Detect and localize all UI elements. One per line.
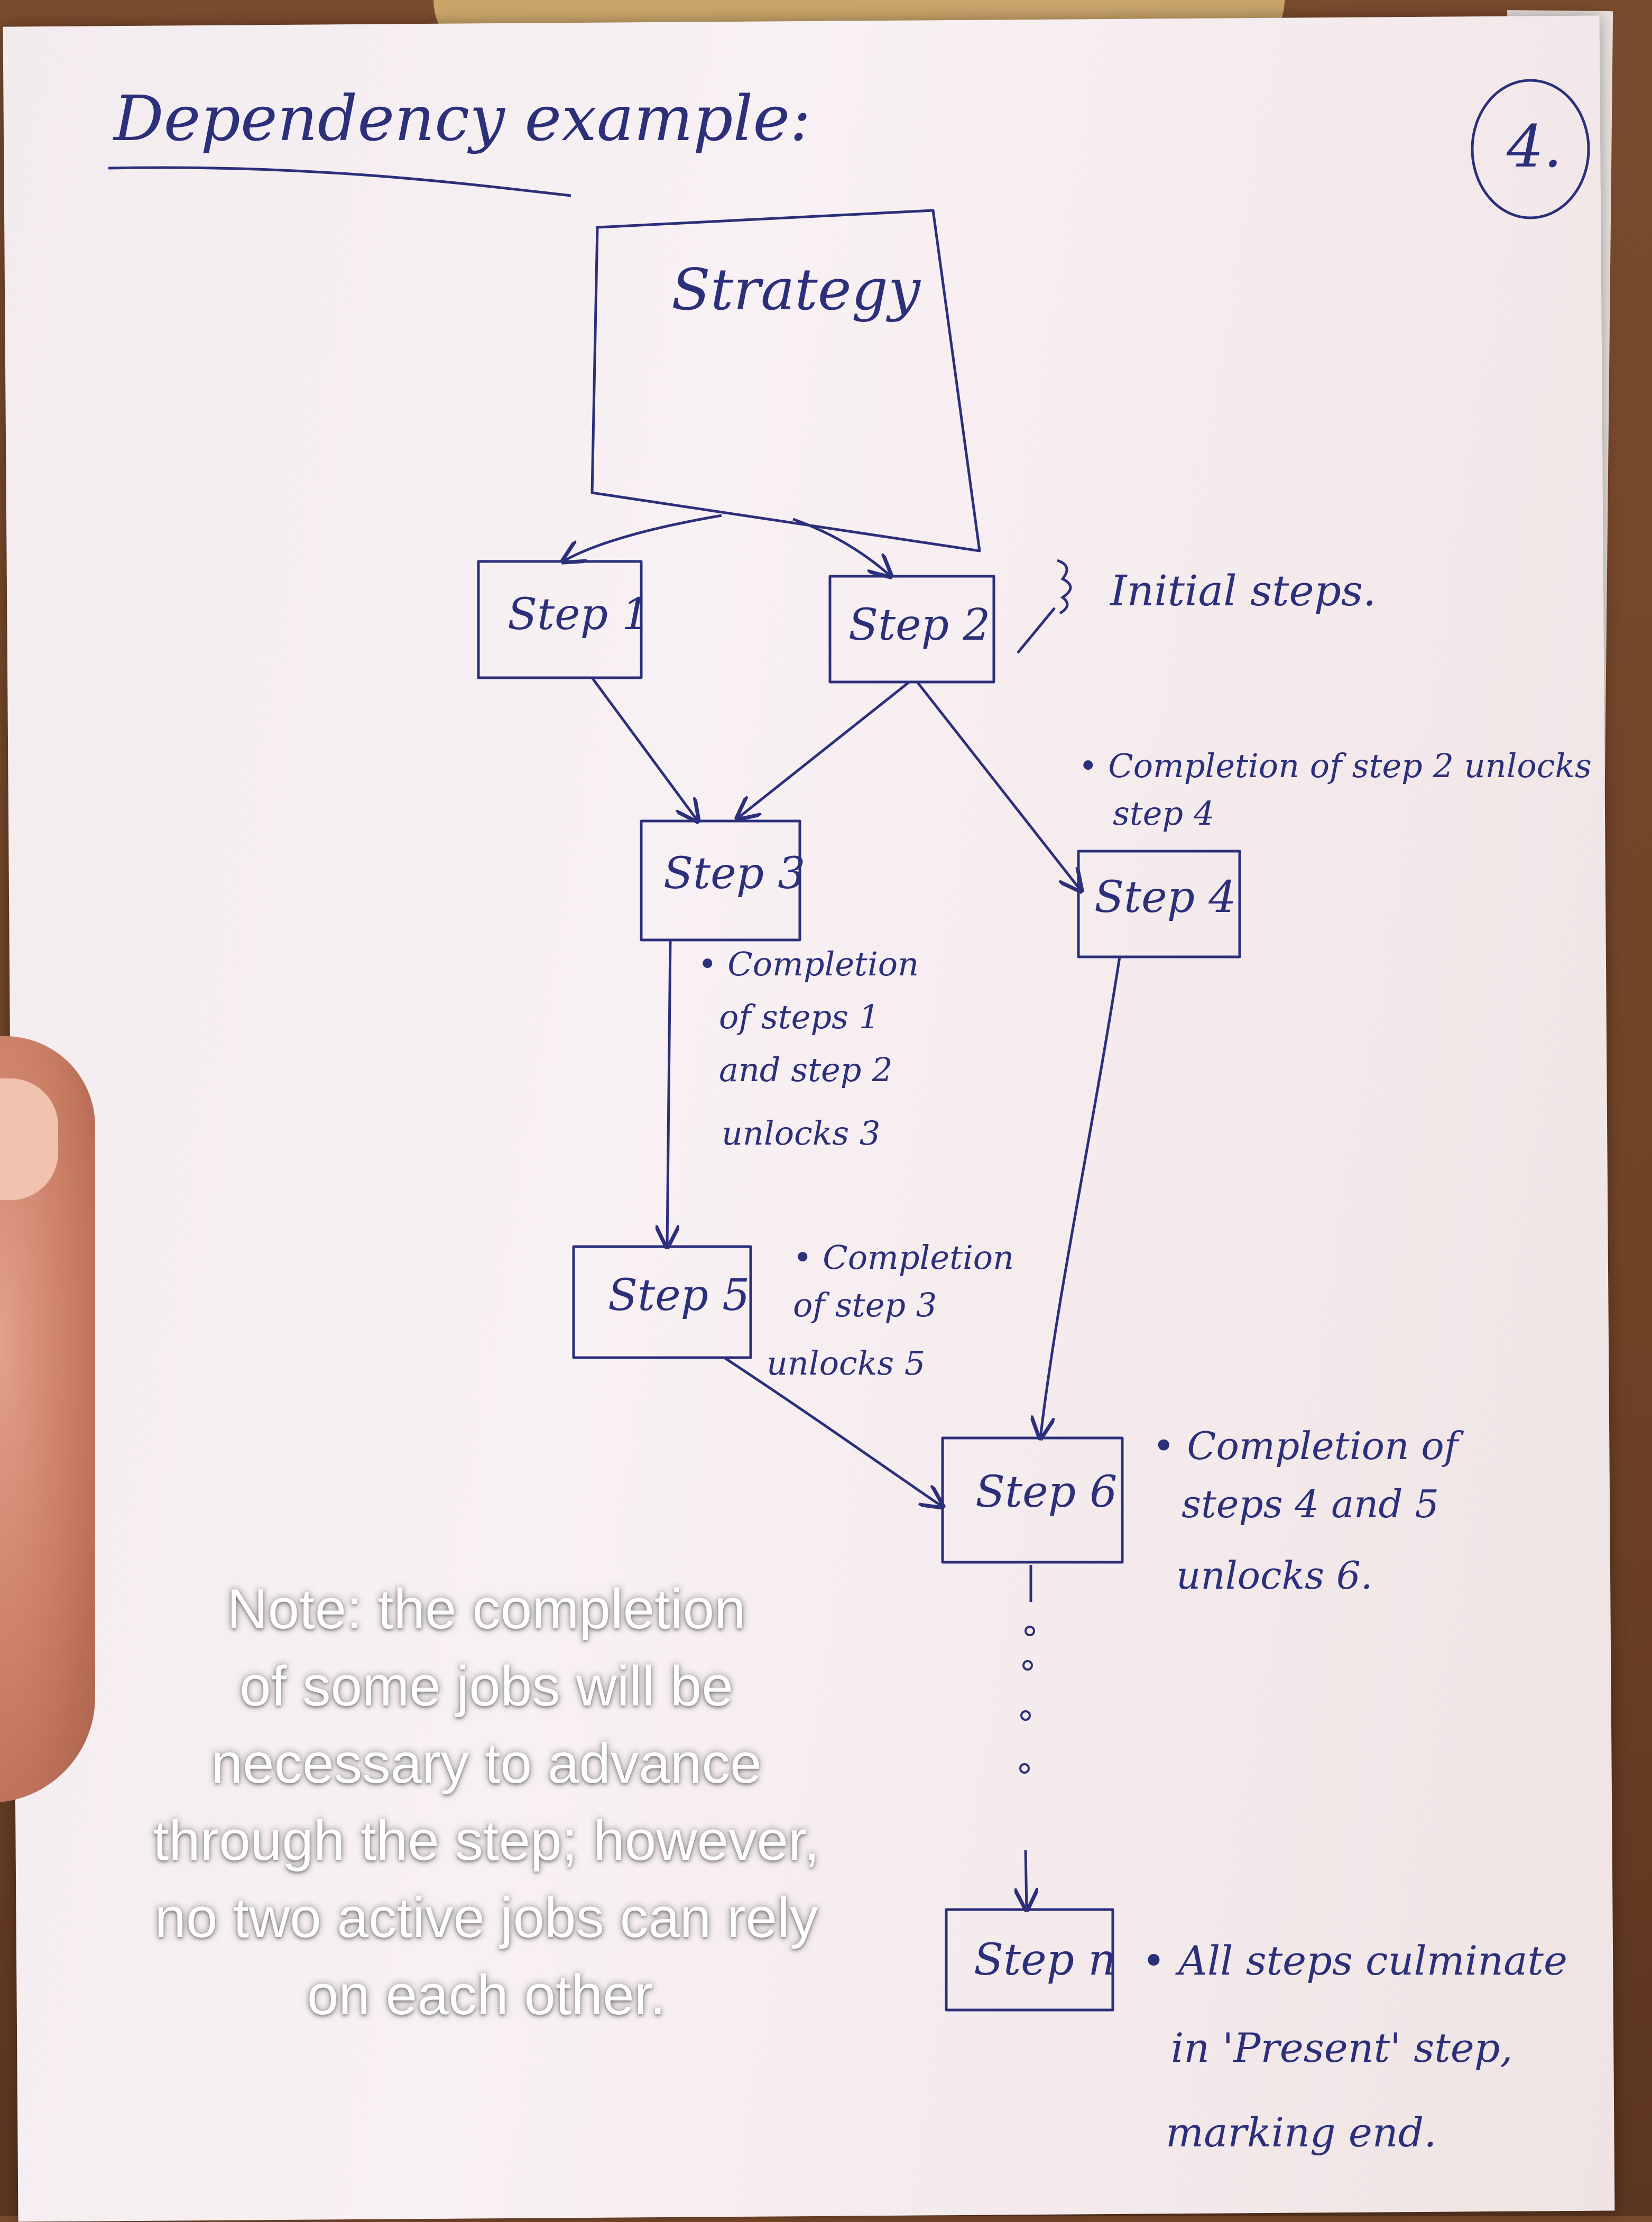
step3-label: Step 3 bbox=[663, 849, 805, 899]
step4-box bbox=[1077, 850, 1241, 958]
edge-step4-step6 bbox=[1040, 956, 1121, 1438]
annotation-step6-line2: steps 4 and 5 bbox=[1182, 1482, 1439, 1526]
annotation-stepn-line2: in 'Present' step, bbox=[1171, 2024, 1513, 2071]
step6-label: Step 6 bbox=[975, 1467, 1117, 1517]
step2-label: Step 2 bbox=[848, 600, 990, 650]
overlay-note: Note: the completion of some jobs will b… bbox=[58, 1570, 915, 2033]
strategy-label: Strategy bbox=[671, 257, 921, 323]
overlay-note-line-6: on each other. bbox=[307, 1963, 666, 2026]
annotation-stepn-line3: marking end. bbox=[1166, 2109, 1437, 2156]
edge-step2-step3 bbox=[737, 681, 910, 818]
overlay-note-line-4: through the step; however, bbox=[153, 1809, 820, 1872]
annotation-step3-unlocks: • Completion of steps 1 and step 2 unloc… bbox=[698, 945, 919, 1153]
annotation-step3-line2: of steps 1 bbox=[719, 998, 880, 1036]
initial-steps-pointer bbox=[1017, 607, 1056, 654]
annotation-step3-line3: and step 2 bbox=[719, 1050, 893, 1089]
annotation-step6-line1: • Completion of bbox=[1152, 1424, 1464, 1468]
overlay-note-line-5: no two active jobs can rely bbox=[154, 1886, 818, 1949]
title-underline bbox=[108, 166, 571, 197]
annotation-step2-line1: • Completion of step 2 unlocks bbox=[1078, 746, 1592, 785]
step5-label: Step 5 bbox=[608, 1270, 750, 1321]
annotation-step3-line4: unlocks 3 bbox=[722, 1114, 880, 1153]
page-number: 4. bbox=[1506, 113, 1562, 180]
page-number-circle bbox=[1471, 79, 1590, 219]
annotation-step6-unlocks: • Completion of steps 4 and 5 unlocks 6. bbox=[1152, 1424, 1464, 1598]
overlay-note-line-3: necessary to advance bbox=[211, 1731, 762, 1795]
continuation-dots bbox=[1019, 1626, 1035, 1774]
step1-label: Step 1 bbox=[507, 589, 649, 640]
overlay-note-line-1: Note: the completion bbox=[227, 1577, 746, 1640]
annotation-stepn-line1: • All steps culminate bbox=[1142, 1937, 1567, 1984]
edge-to-stepn bbox=[1026, 1850, 1027, 1910]
step2-box bbox=[828, 575, 995, 684]
strategy-box bbox=[590, 209, 981, 552]
edge-step5-step6 bbox=[723, 1356, 943, 1507]
edge-step1-step3 bbox=[590, 677, 698, 821]
diagram-title: Dependency example: bbox=[113, 82, 811, 155]
annotation-stepn: • All steps culminate in 'Present' step,… bbox=[1142, 1937, 1567, 2156]
edge-step2-step4 bbox=[916, 681, 1081, 891]
initial-steps-brace bbox=[1057, 559, 1072, 615]
edge-strategy-step2 bbox=[792, 518, 891, 576]
annotation-step5-line3: unlocks 5 bbox=[767, 1344, 925, 1382]
step3-box bbox=[640, 819, 801, 942]
annotation-step2-line2: step 4 bbox=[1113, 794, 1214, 833]
overlay-note-line-2: of some jobs will be bbox=[239, 1654, 733, 1718]
stepn-label: Step n bbox=[974, 1935, 1116, 1985]
annotation-step6-line3: unlocks 6. bbox=[1176, 1553, 1373, 1598]
step4-label: Step 4 bbox=[1094, 872, 1236, 923]
edge-strategy-step1 bbox=[563, 514, 722, 561]
annotation-step2-unlocks: • Completion of step 2 unlocks step 4 bbox=[1078, 746, 1592, 833]
annotation-step3-line1: • Completion bbox=[698, 945, 919, 983]
initial-steps-label: Initial steps. bbox=[1109, 566, 1376, 615]
annotation-step5-unlocks: • Completion of step 3 unlocks 5 bbox=[767, 1238, 1014, 1382]
edge-step3-step5 bbox=[667, 939, 670, 1247]
annotation-step5-line2: of step 3 bbox=[793, 1286, 937, 1324]
thumbnail-nail bbox=[0, 1078, 58, 1200]
annotation-step5-line1: • Completion bbox=[793, 1238, 1014, 1277]
